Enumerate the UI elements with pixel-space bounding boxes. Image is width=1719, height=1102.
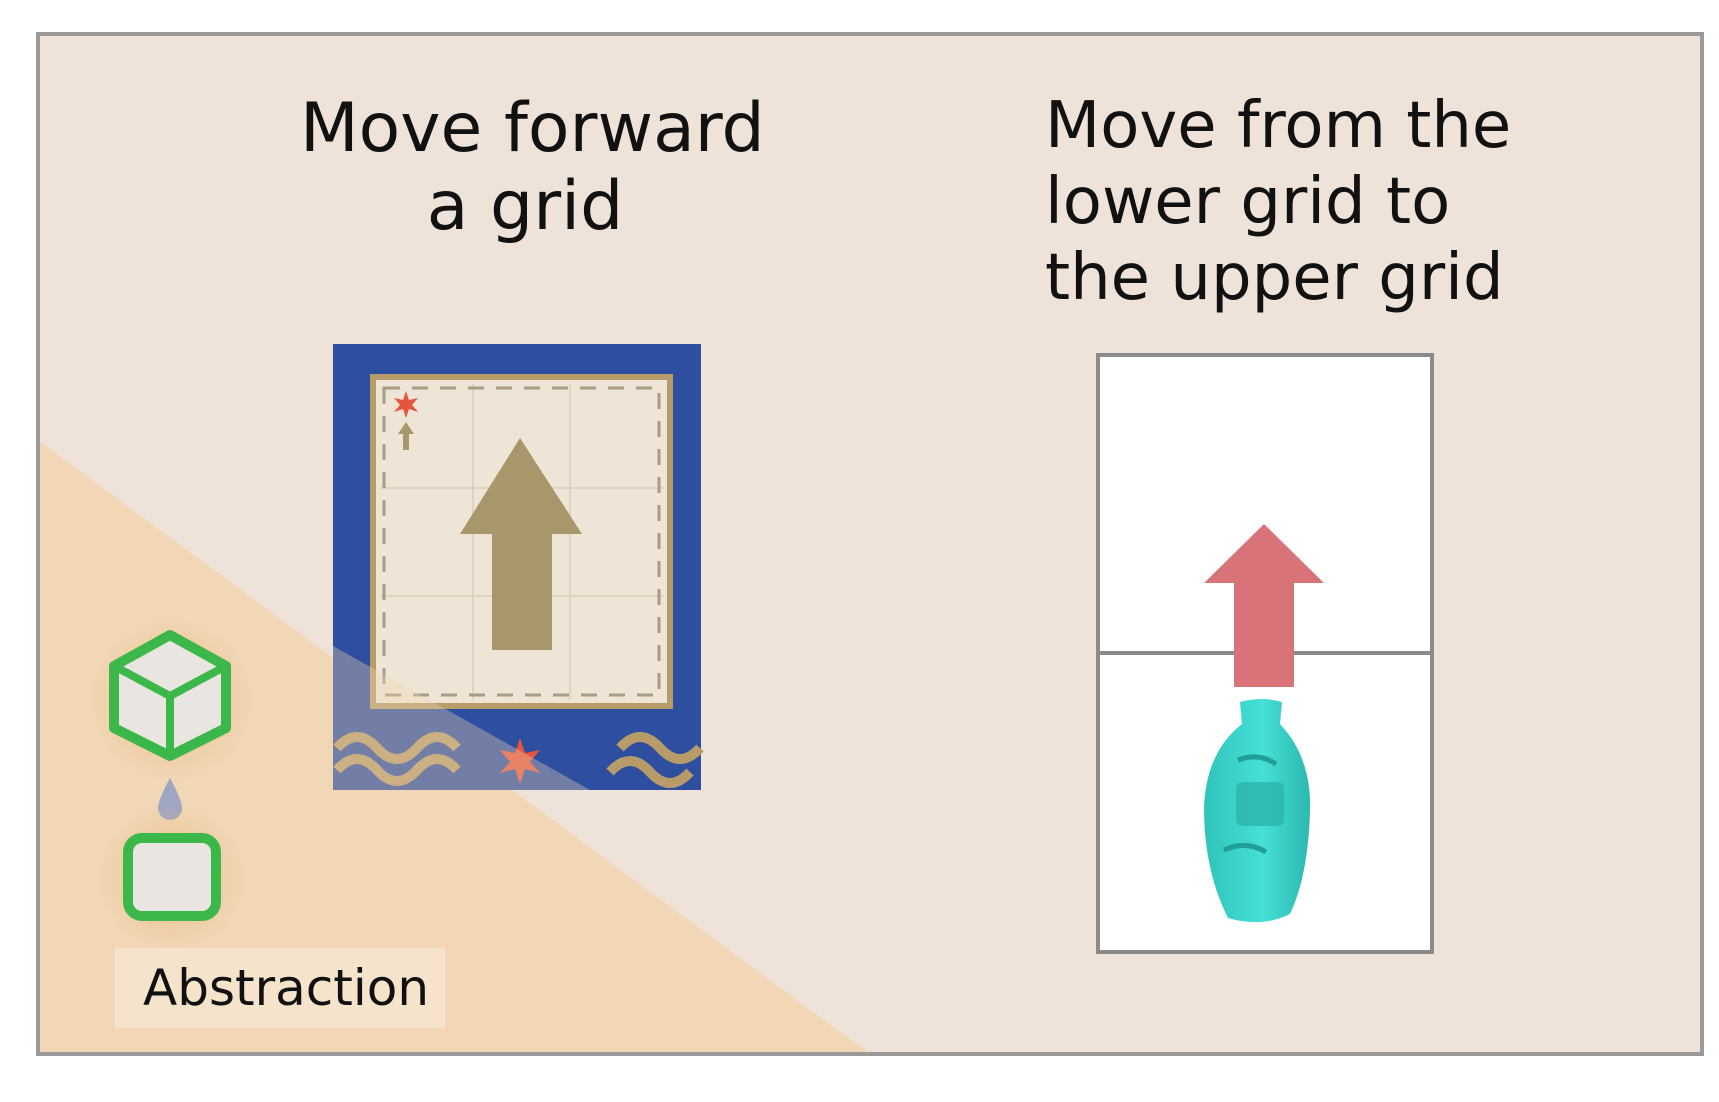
move-forward-card — [333, 344, 704, 790]
title-left-line1: Move forward — [300, 89, 765, 168]
title-right-line3: the upper grid — [1045, 241, 1504, 315]
abstraction-label: Abstraction — [115, 948, 445, 1028]
card-corner-arrow-icon — [398, 422, 414, 450]
title-move-lower-to-upper: Move from the lower grid to the upper gr… — [1045, 88, 1511, 316]
title-left-line2: a grid — [426, 167, 624, 246]
cube-icon — [109, 630, 231, 761]
wedge-overlay — [333, 646, 590, 790]
card-corner-star-icon — [394, 391, 418, 418]
panel-frame — [36, 32, 1704, 1056]
title-move-forward: Move forward a grid — [300, 89, 765, 246]
title-right-line1: Move from the — [1045, 89, 1512, 163]
title-right-line2: lower grid to — [1045, 165, 1451, 239]
rounded-square-icon — [123, 833, 221, 921]
grid-arrow-icon — [1204, 524, 1324, 687]
card-bottom-star-icon — [500, 738, 540, 784]
card-arrow-icon — [460, 438, 582, 650]
figurine-icon — [1204, 699, 1311, 923]
